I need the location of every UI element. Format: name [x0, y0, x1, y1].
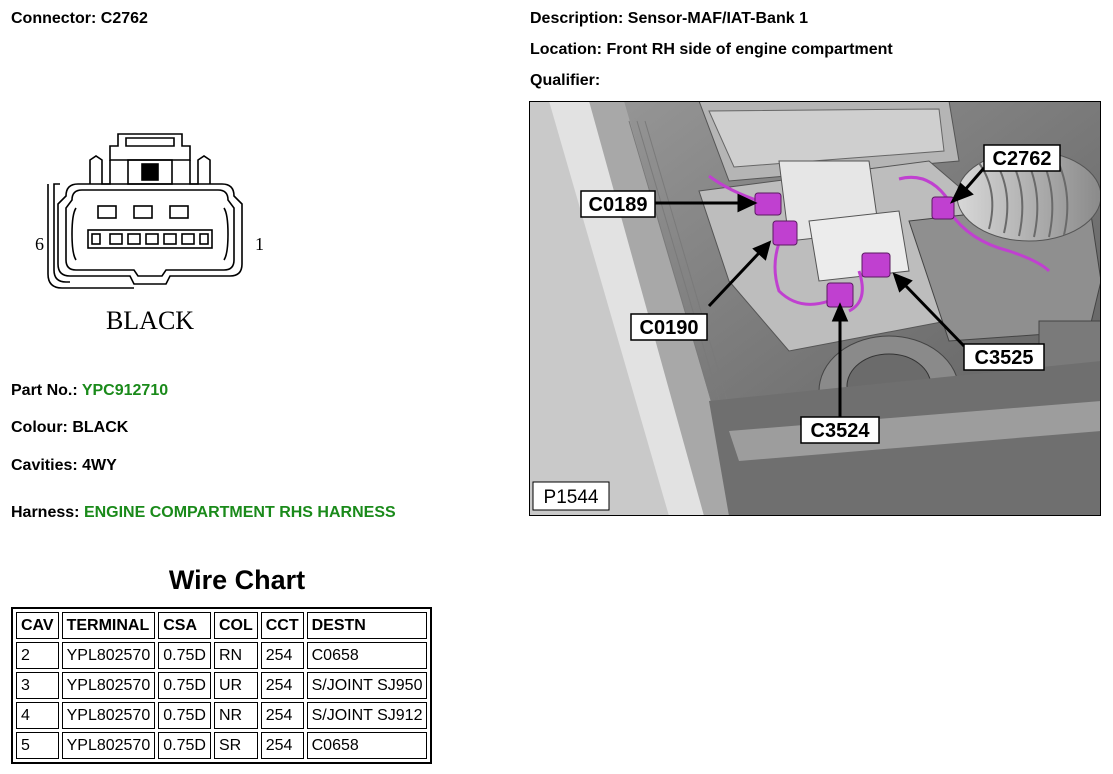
header-cct: CCT: [260, 612, 304, 639]
cell-destn: C0658: [306, 642, 428, 669]
cell-cav: 3: [16, 672, 59, 699]
cell-cav: 4: [16, 702, 59, 729]
cell-col: NR: [213, 702, 258, 729]
colour-label: Colour:: [11, 419, 68, 436]
callout-c0190: C0190: [640, 317, 699, 339]
cell-csa: 0.75D: [158, 702, 211, 729]
connector-label: Connector:: [11, 10, 97, 27]
description-value: Sensor-MAF/IAT-Bank 1: [627, 10, 808, 27]
location-line: Location: Front RH side of engine compar…: [530, 40, 893, 60]
description-label: Description:: [530, 10, 624, 27]
colour-line: Colour: BLACK: [11, 418, 128, 438]
cell-destn: C0658: [306, 732, 428, 759]
table-row: 2 YPL802570 0.75D RN 254 C0658: [16, 642, 428, 669]
table-row: 5 YPL802570 0.75D SR 254 C0658: [16, 732, 428, 759]
callout-c2762: C2762: [993, 148, 1052, 170]
location-value: Front RH side of engine compartment: [606, 41, 893, 58]
cell-cav: 5: [16, 732, 59, 759]
wire-chart-table: CAV TERMINAL CSA COL CCT DESTN 2 YPL8025…: [11, 607, 433, 764]
cell-cct: 254: [260, 702, 304, 729]
callout-c3525: C3525: [975, 347, 1034, 369]
callout-c3524: C3524: [811, 420, 871, 442]
location-label: Location:: [530, 41, 602, 58]
cell-csa: 0.75D: [158, 672, 211, 699]
harness-line: Harness: ENGINE COMPARTMENT RHS HARNESS: [11, 503, 396, 523]
cell-cct: 254: [260, 672, 304, 699]
cell-cct: 254: [260, 642, 304, 669]
diagram-colour-label: BLACK: [106, 306, 194, 335]
cell-destn: S/JOINT SJ950: [306, 672, 428, 699]
colour-value: BLACK: [72, 419, 129, 436]
pin-label-right: 1: [255, 234, 264, 254]
table-row: 3 YPL802570 0.75D UR 254 S/JOINT SJ950: [16, 672, 428, 699]
cell-terminal: YPL802570: [61, 732, 156, 759]
wire-chart-header-row: CAV TERMINAL CSA COL CCT DESTN: [16, 612, 428, 639]
cell-col: UR: [213, 672, 258, 699]
photo-reference: P1544: [544, 487, 599, 508]
header-cav: CAV: [16, 612, 59, 639]
cell-col: SR: [213, 732, 258, 759]
cell-csa: 0.75D: [158, 642, 211, 669]
c0190-connector: [772, 220, 798, 246]
callout-c0189: C0189: [589, 194, 648, 216]
c2762-connector: [931, 196, 955, 220]
connector-title: Connector: C2762: [11, 9, 148, 29]
cavities-line: Cavities: 4WY: [11, 456, 117, 476]
cell-terminal: YPL802570: [61, 672, 156, 699]
description-line: Description: Sensor-MAF/IAT-Bank 1: [530, 9, 808, 29]
connector-id: C2762: [100, 10, 148, 27]
cell-cav: 2: [16, 642, 59, 669]
header-csa: CSA: [158, 612, 211, 639]
c3525-connector: [861, 252, 891, 278]
table-row: 4 YPL802570 0.75D NR 254 S/JOINT SJ912: [16, 702, 428, 729]
header-destn: DESTN: [306, 612, 428, 639]
connector-face-diagram: 6 1 BLACK: [35, 133, 264, 335]
cavities-value: 4WY: [82, 457, 117, 474]
cell-destn: S/JOINT SJ912: [306, 702, 428, 729]
cell-cct: 254: [260, 732, 304, 759]
part-label: Part No.:: [11, 382, 78, 399]
c0189-connector: [754, 192, 782, 216]
header-terminal: TERMINAL: [61, 612, 156, 639]
cavities-label: Cavities:: [11, 457, 78, 474]
part-number-line: Part No.: YPC912710: [11, 381, 168, 401]
part-number-link[interactable]: YPC912710: [81, 382, 169, 399]
qualifier-line: Qualifier:: [530, 71, 600, 91]
pin-label-left: 6: [35, 234, 44, 254]
harness-label: Harness:: [11, 504, 80, 521]
wire-chart-title: Wire Chart: [168, 565, 306, 595]
cell-terminal: YPL802570: [61, 702, 156, 729]
engine-compartment-photo: C0189 C2762 C0190 C3525 C3524 P1544: [529, 101, 1101, 516]
cell-terminal: YPL802570: [61, 642, 156, 669]
qualifier-label: Qualifier:: [530, 72, 601, 89]
cell-col: RN: [213, 642, 258, 669]
harness-link[interactable]: ENGINE COMPARTMENT RHS HARNESS: [83, 504, 396, 521]
cell-csa: 0.75D: [158, 732, 211, 759]
header-col: COL: [213, 612, 258, 639]
